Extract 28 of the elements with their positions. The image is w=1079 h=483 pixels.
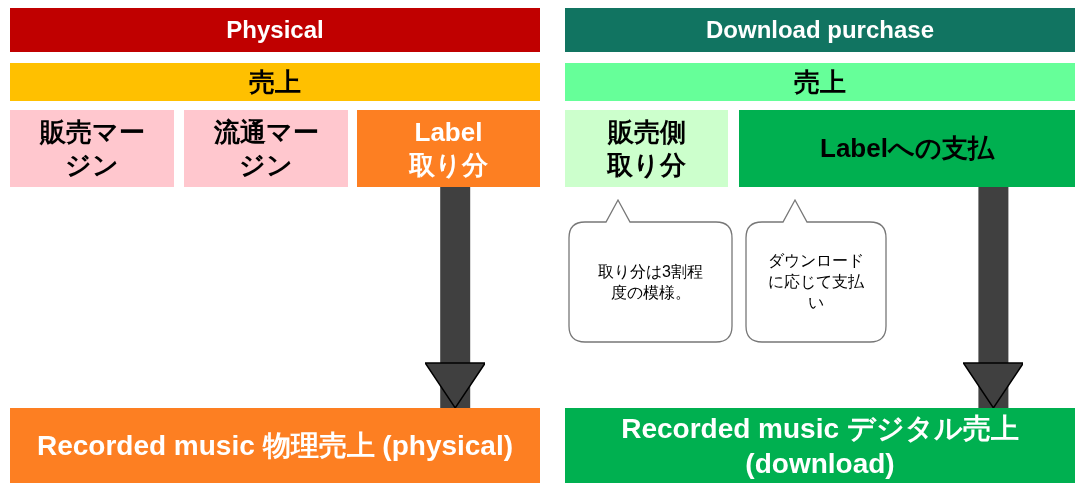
- cost-box: [184, 110, 348, 187]
- speech-bubble: [745, 198, 887, 343]
- box-label: Labelへの支払: [820, 132, 994, 165]
- result-box: [10, 408, 540, 483]
- box-label: Recorded music デジタル売上 (download): [620, 411, 1020, 481]
- box-label: 売上: [249, 65, 301, 99]
- block-arrow: [424, 187, 486, 409]
- section-header: [565, 8, 1075, 52]
- category-bar: [10, 63, 540, 101]
- callout-text: 取り分は3割程度の模様。: [597, 261, 704, 303]
- box-label: Recorded music 物理売上 (physical): [36, 429, 514, 463]
- section-header: [10, 8, 540, 52]
- share-box: [565, 110, 728, 187]
- box-label: 流通マージン: [212, 116, 320, 181]
- box-label: Label取り分: [408, 116, 489, 181]
- block-arrow: [962, 187, 1025, 409]
- box-label: 販売マージン: [38, 116, 146, 181]
- share-box: [739, 110, 1075, 187]
- cost-box: [10, 110, 174, 187]
- share-box: [357, 110, 540, 187]
- box-label: Physical: [226, 15, 324, 45]
- box-label: Download purchase: [705, 15, 934, 45]
- box-label: 販売側取り分: [606, 116, 687, 181]
- callout-text: ダウンロードに応じて支払い: [767, 251, 865, 313]
- result-box: [565, 408, 1075, 483]
- speech-bubble: [568, 198, 733, 343]
- box-label: 売上: [794, 65, 846, 99]
- category-bar: [565, 63, 1075, 101]
